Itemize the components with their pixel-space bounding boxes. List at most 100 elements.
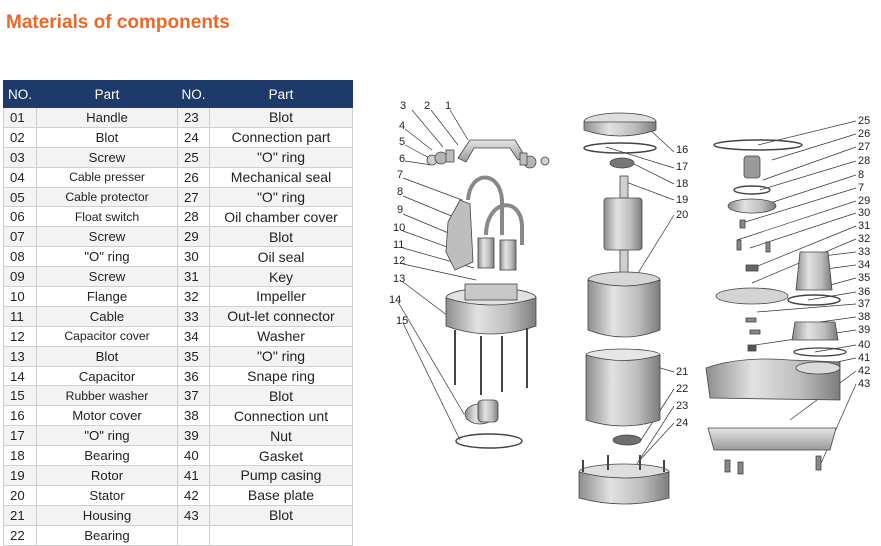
cell-part-name: Screw — [36, 146, 178, 168]
cell-number: 34 — [177, 325, 210, 347]
cell-part-name: Blot — [209, 385, 353, 407]
cell-part-name: "O" ring — [209, 345, 353, 367]
callout-9: 9 — [397, 204, 403, 216]
cell-number: 08 — [3, 246, 37, 268]
callout-10: 10 — [393, 222, 405, 234]
cell-number: 14 — [3, 365, 37, 387]
cell-number: 17 — [3, 425, 37, 447]
cell-part-name: "O" ring — [209, 186, 353, 208]
cell-part-name: Cable — [36, 305, 178, 327]
callout-labels: 3 2 1 4 5 6 7 8 9 10 11 12 13 14 15 16 1… — [389, 100, 870, 429]
right-assembly — [705, 139, 847, 475]
callout-28: 28 — [858, 155, 870, 167]
cell-part-name: "O" ring — [209, 146, 353, 168]
cell-part-name: Blot — [209, 226, 353, 248]
cell-part-name: Blot — [209, 504, 353, 526]
cell-part-name: Mechanical seal — [209, 166, 353, 188]
callout-2: 2 — [424, 100, 430, 112]
cell-part-name: Handle — [36, 107, 178, 128]
cell-part-name: Blot — [36, 126, 178, 148]
callout-22: 22 — [676, 383, 688, 395]
cell-number: 25 — [177, 146, 210, 168]
cell-number: 19 — [3, 465, 37, 486]
cell-number: 38 — [177, 405, 210, 427]
cell-number: 33 — [177, 305, 210, 327]
cell-part-name: Screw — [36, 226, 178, 248]
cell-part-name: Washer — [209, 325, 353, 347]
cell-part-name: Float switch — [36, 206, 178, 228]
cell-number: 41 — [177, 465, 210, 486]
callout-38: 38 — [858, 311, 870, 323]
cell-part-name: Rubber washer — [36, 385, 178, 407]
callout-41: 41 — [858, 352, 870, 364]
header-no-left: NO. — [3, 80, 37, 108]
callout-1: 1 — [445, 100, 451, 112]
callout-5: 5 — [399, 136, 405, 148]
callout-29: 29 — [858, 195, 870, 207]
cell-part-name: Connection unt — [209, 405, 353, 427]
header-part-right: Part — [209, 80, 353, 108]
cell-number: 07 — [3, 226, 37, 248]
callout-8: 8 — [397, 186, 403, 198]
callout-15: 15 — [396, 315, 408, 327]
cell-number: 20 — [3, 484, 37, 506]
cell-part-name: Nut — [209, 425, 353, 447]
callout-17: 17 — [676, 161, 688, 173]
cell-part-name: Screw — [36, 266, 178, 288]
header-part-left: Part — [36, 80, 178, 108]
callout-31: 31 — [858, 220, 870, 232]
cell-part-name: Cable protector — [36, 186, 178, 208]
cell-part-name: Oil chamber cover — [209, 206, 353, 228]
callout-23: 23 — [676, 400, 688, 412]
cell-part-name: Flange — [36, 286, 178, 307]
cell-number: 11 — [3, 305, 37, 327]
cell-number: 29 — [177, 226, 210, 248]
cell-part-name: Out-let connector — [209, 305, 353, 327]
cell-number: 22 — [3, 524, 37, 546]
cell-part-name: Snape ring — [209, 365, 353, 387]
cell-number: 23 — [177, 107, 210, 128]
callout-16: 16 — [676, 144, 688, 156]
cell-part-name: "O" ring — [36, 425, 178, 447]
callout-25: 25 — [858, 115, 870, 127]
cell-part-name: Key — [209, 266, 353, 288]
callout-3: 3 — [400, 100, 406, 112]
callout-4: 4 — [399, 120, 405, 132]
callout-11: 11 — [393, 239, 404, 251]
cell-number: 27 — [177, 186, 210, 208]
cell-number: 35 — [177, 345, 210, 367]
callout-13: 13 — [393, 273, 405, 285]
cell-number: 32 — [177, 286, 210, 307]
cell-number: 21 — [3, 504, 37, 526]
callout-24: 24 — [676, 417, 688, 429]
cell-part-name: Capacitor cover — [36, 325, 178, 347]
cell-number: 06 — [3, 206, 37, 228]
cell-number: 10 — [3, 286, 37, 307]
callout-43: 43 — [858, 378, 870, 390]
callout-12: 12 — [393, 255, 405, 267]
cell-number: 04 — [3, 166, 37, 188]
callout-26: 26 — [858, 128, 870, 140]
cell-part-name: Blot — [36, 345, 178, 367]
callout-33: 33 — [858, 246, 870, 258]
cell-part-name: Base plate — [209, 484, 353, 506]
callout-6: 6 — [399, 153, 405, 165]
callout-18: 18 — [676, 178, 688, 190]
cell-number: 30 — [177, 246, 210, 268]
cell-number: 05 — [3, 186, 37, 208]
cell-number: 13 — [3, 345, 37, 367]
cell-part-name: Gasket — [209, 445, 353, 467]
